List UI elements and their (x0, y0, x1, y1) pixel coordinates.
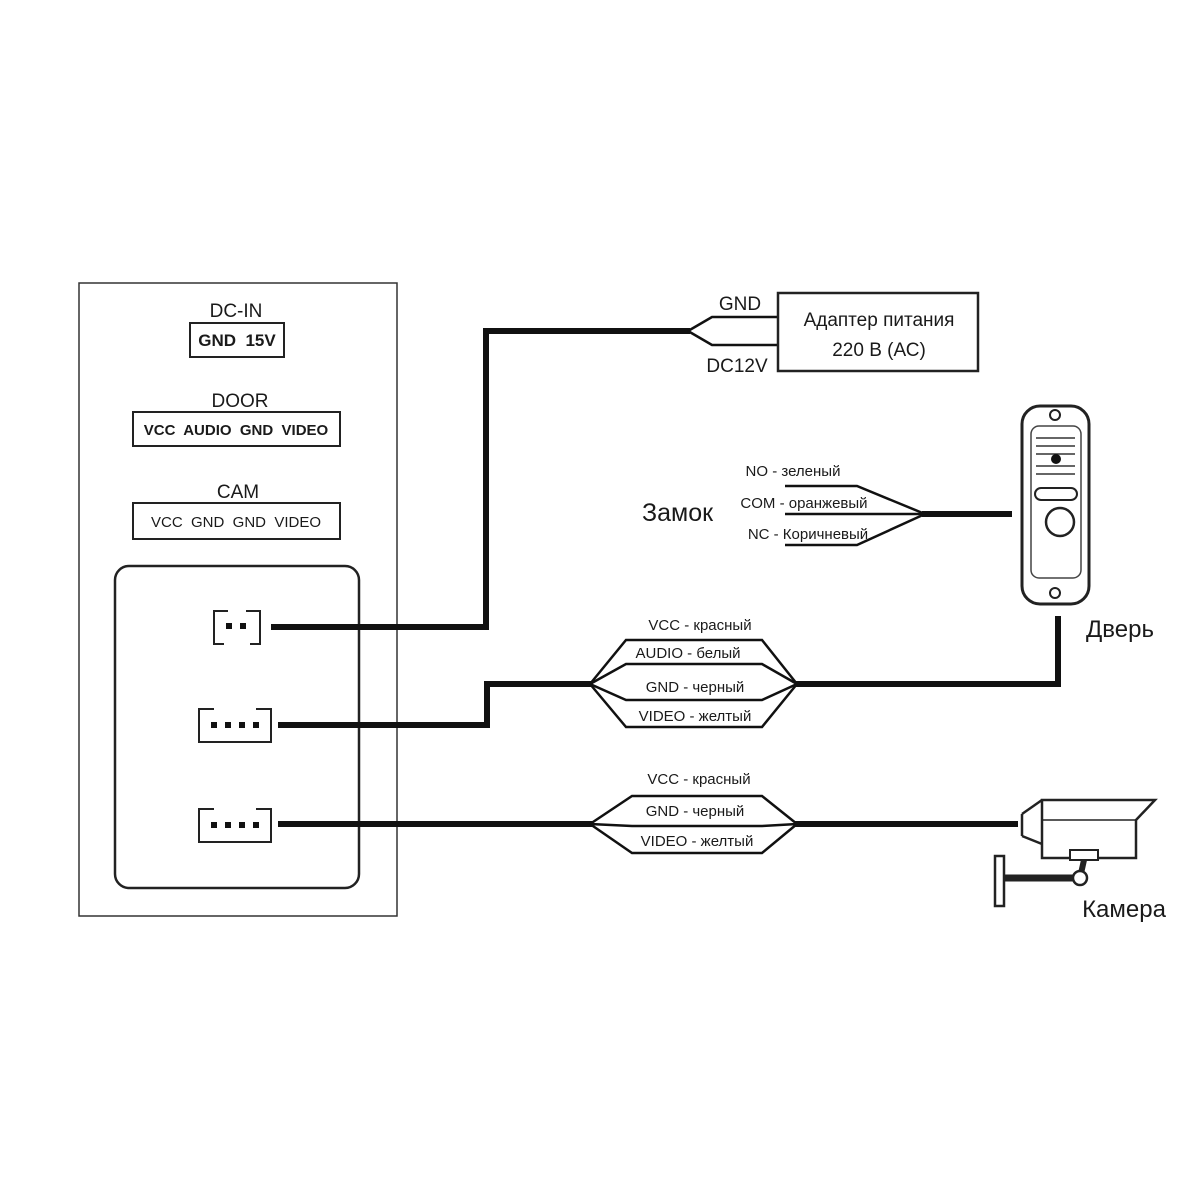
cam-label-box (132, 502, 341, 540)
door-cable-station (795, 616, 1061, 687)
camera-housing (1040, 798, 1158, 860)
lock-wire-no-label: NO - зеленый (746, 463, 841, 480)
power-cable (271, 328, 690, 630)
door-wire-vcc (589, 638, 798, 685)
dc12v-lead (687, 329, 778, 347)
dc-connector (213, 607, 261, 648)
door-connector (198, 705, 272, 743)
camera-mount (993, 854, 1006, 908)
lock-wire-com-label: COM - оранжевый (740, 495, 867, 512)
adapter-dc-label: DC12V (706, 356, 768, 377)
gnd-lead (687, 315, 778, 333)
adapter-box (776, 291, 980, 373)
door-wire-video (589, 683, 798, 729)
cam-pins: VCC GND GND VIDEO (151, 514, 321, 531)
dc-in-label-box (189, 322, 285, 358)
door-wire-video-label: VIDEO - желтый (639, 708, 752, 725)
door-wire-audio (589, 662, 798, 686)
door-unit-label: Дверь (1086, 616, 1154, 643)
door-wire-vcc-label: VCC - красный (648, 617, 751, 634)
cam-wire-vcc-label: VCC - красный (647, 771, 750, 788)
adapter-line2: 220 В (АС) (832, 340, 926, 361)
lock-harness: Замок NO - зеленый COM - оранжевый NC - … (642, 463, 1012, 547)
adapter-gnd-label: GND (719, 294, 761, 315)
dc-connector-body (213, 610, 261, 645)
monitor-panel: DC-IN GND 15V DOOR VCC AUDIO GND VIDEO C… (78, 282, 398, 917)
lock-wire-nc-label: NC - Коричневый (748, 526, 868, 543)
cam-connector-body (198, 808, 272, 843)
cam-title: CAM (217, 482, 259, 503)
dc-in-pins: GND 15V (198, 331, 276, 350)
cam-wire-gnd (589, 822, 798, 828)
power-wire: GND DC12V (271, 294, 778, 630)
camera-lens-icon (1051, 454, 1061, 464)
lock-wire-no (785, 484, 926, 516)
door-station: Дверь (1020, 404, 1154, 643)
door-connector-body (198, 708, 272, 743)
cam-wire-gnd-label: GND - черный (646, 803, 745, 820)
cam-wire-video-label: VIDEO - желтый (641, 833, 754, 850)
door-cable-monitor (278, 681, 593, 728)
door-title: DOOR (212, 391, 269, 412)
door-wire-gnd-label: GND - черный (646, 679, 745, 696)
cam-harness: VCC - красный GND - черный VIDEO - желты… (278, 771, 1018, 855)
cam-wire-vcc (589, 794, 798, 826)
camera-unit: Камера (993, 798, 1167, 923)
dc-in-title: DC-IN (210, 301, 263, 322)
adapter-line1: Адаптер питания (804, 310, 955, 331)
lock-title: Замок (642, 499, 714, 527)
door-harness: VCC - красный AUDIO - белый GND - черный… (278, 616, 1061, 729)
cam-wire-video (589, 822, 798, 855)
door-station-body (1020, 404, 1091, 606)
door-wire-gnd (589, 682, 798, 702)
call-button-icon (1044, 506, 1076, 538)
camera-unit-label: Камера (1082, 896, 1167, 923)
monitor-frame (78, 282, 398, 917)
door-wire-audio-label: AUDIO - белый (635, 645, 740, 662)
power-adapter: Адаптер питания 220 В (АС) (776, 291, 980, 373)
door-label-box (132, 411, 341, 447)
lock-wire-nc (785, 512, 926, 547)
cam-connector (198, 805, 272, 843)
door-pins: VCC AUDIO GND VIDEO (144, 422, 329, 439)
